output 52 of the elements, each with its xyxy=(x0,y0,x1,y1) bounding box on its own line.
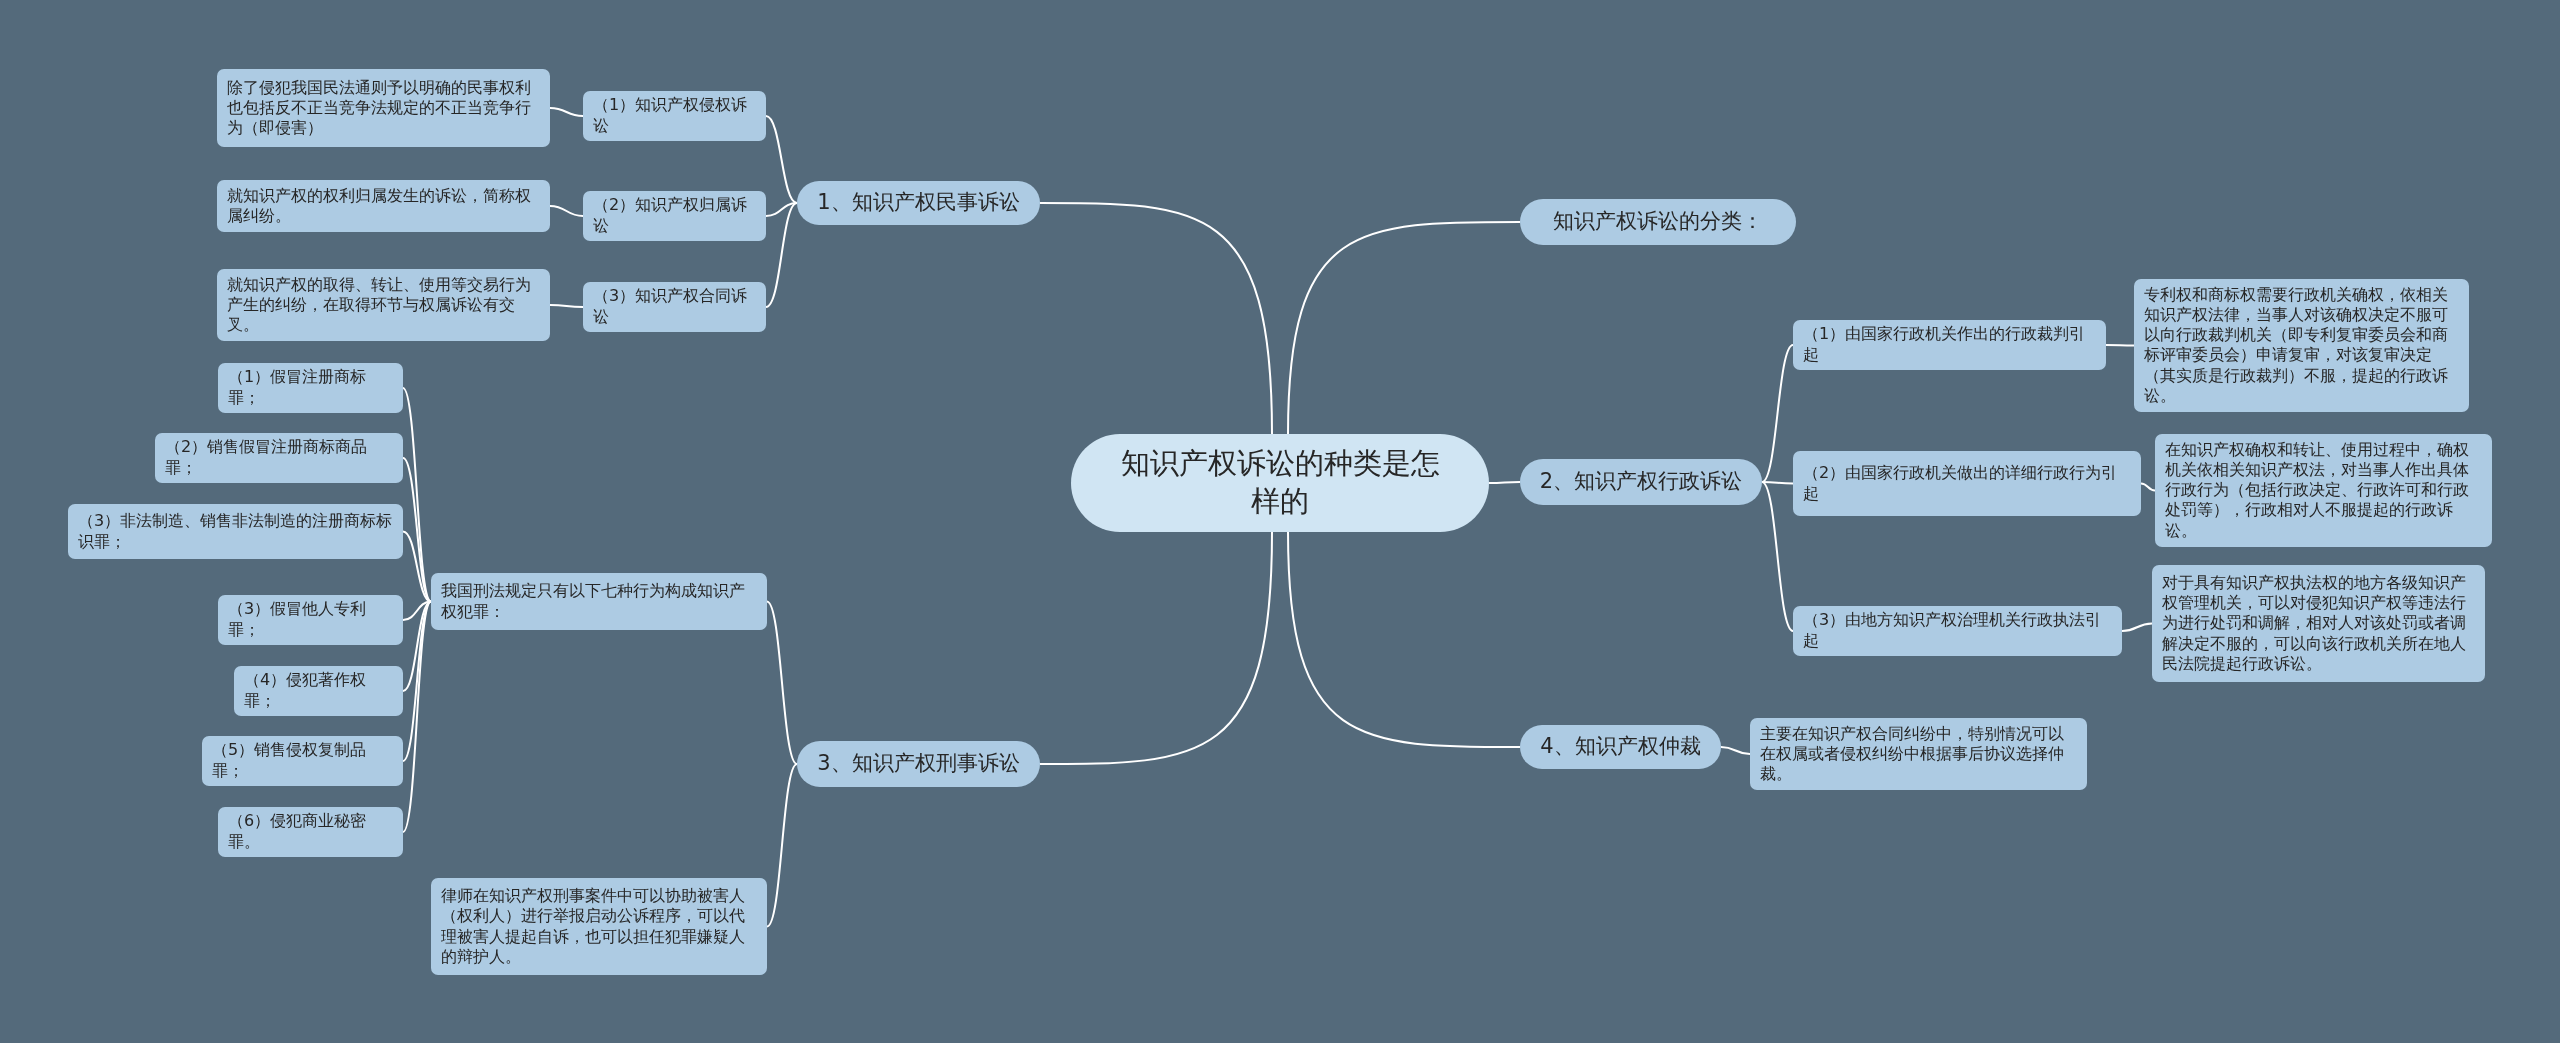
connector-line xyxy=(1488,481,1521,484)
connector-line xyxy=(765,115,798,204)
note-box: 就知识产权的取得、转让、使用等交易行为产生的纠纷，在取得环节与权属诉讼有交叉。 xyxy=(217,269,550,342)
connector-line xyxy=(549,107,584,117)
central-topic: 知识产权诉讼的种类是怎样的 xyxy=(1071,434,1489,532)
subtopic-box: （3）由地方知识产权治理机关行政执法引起 xyxy=(1793,606,2122,656)
subtopic-box: （2）由国家行政机关做出的详细行政行为引起 xyxy=(1793,451,2141,516)
connector-line xyxy=(1761,344,1794,483)
connector-line xyxy=(549,205,584,217)
subtopic-box: （1）知识产权侵权诉讼 xyxy=(583,91,766,141)
note-box: 就知识产权的权利归属发生的诉讼，简称权属纠纷。 xyxy=(217,180,550,233)
connector-line xyxy=(549,304,584,308)
subtopic-box: （3）假冒他人专利罪； xyxy=(218,595,403,645)
subtopic-box: （1）假冒注册商标罪； xyxy=(218,363,403,413)
connector-line xyxy=(1720,746,1751,755)
connector-line xyxy=(2121,622,2153,632)
branch-topic: 3、知识产权刑事诉讼 xyxy=(797,741,1040,787)
subtopic-box: （3）非法制造、销售非法制造的注册商标标识罪； xyxy=(68,504,403,559)
note-box: 在知识产权确权和转让、使用过程中，确权机关依相关知识产权法，对当事人作出具体行政行为（包括行政决定、行政许可和行政处罚等），行政相对人不服提起的行政诉讼。 xyxy=(2155,434,2492,547)
connector-line xyxy=(766,763,798,928)
connector-line xyxy=(1761,481,1794,632)
connector-line xyxy=(402,530,432,603)
connector-line xyxy=(402,600,432,833)
connector-line xyxy=(1039,531,1273,765)
subtopic-box: （2）销售假冒注册商标商品罪； xyxy=(155,433,403,483)
note-box: 主要在知识产权合同纠纷中，特别情况可以在权属或者侵权纠纷中根据事后协议选择仲裁。 xyxy=(1750,718,2087,791)
connector-line xyxy=(766,600,798,765)
subtopic-box: （2）知识产权归属诉讼 xyxy=(583,191,766,241)
branch-topic: 1、知识产权民事诉讼 xyxy=(797,181,1040,225)
branch-topic: 知识产权诉讼的分类： xyxy=(1520,199,1796,245)
connector-line xyxy=(402,387,432,603)
connector-line xyxy=(765,202,798,308)
connector-line xyxy=(765,202,798,217)
connector-line xyxy=(1039,202,1273,435)
connector-line xyxy=(1287,531,1521,748)
note-box: 我国刑法规定只有以下七种行为构成知识产权犯罪： xyxy=(431,573,767,630)
note-box: 专利权和商标权需要行政机关确权，依相关知识产权法律，当事人对该确权决定不服可以向行政裁判机关（即专利复审委员会和商标评审委员会）申请复审，对该复审决定（其实质是行政裁判）不服，提起的行政诉讼。 xyxy=(2134,279,2469,412)
branch-topic: 4、知识产权仲裁 xyxy=(1520,725,1721,769)
connector-line xyxy=(2140,482,2156,492)
note-box: 除了侵犯我国民法通则予以明确的民事权利也包括反不正当竞争法规定的不正当竞争行为（即侵害） xyxy=(217,69,550,147)
subtopic-box: （1）由国家行政机关作出的行政裁判引起 xyxy=(1793,320,2106,370)
subtopic-box: （5）销售侵权复制品罪； xyxy=(202,736,403,786)
branch-topic: 2、知识产权行政诉讼 xyxy=(1520,459,1762,505)
connector-line xyxy=(1761,481,1794,485)
connector-line xyxy=(402,600,432,762)
note-box: 律师在知识产权刑事案件中可以协助被害人（权利人）进行举报启动公诉程序，可以代理被害人提起自诉，也可以担任犯罪嫌疑人的辩护人。 xyxy=(431,878,767,975)
subtopic-box: （4）侵犯著作权罪； xyxy=(234,666,403,716)
connector-line xyxy=(1287,221,1521,435)
connector-line xyxy=(2105,344,2135,347)
subtopic-box: （3）知识产权合同诉讼 xyxy=(583,282,766,332)
subtopic-box: （6）侵犯商业秘密罪。 xyxy=(218,807,403,857)
note-box: 对于具有知识产权执法权的地方各级知识产权管理机关，可以对侵犯知识产权等违法行为进行处罚和调解，相对人对该处罚或者调解决定不服的，可以向该行政机关所在地人民法院提起行政诉讼。 xyxy=(2152,565,2485,682)
